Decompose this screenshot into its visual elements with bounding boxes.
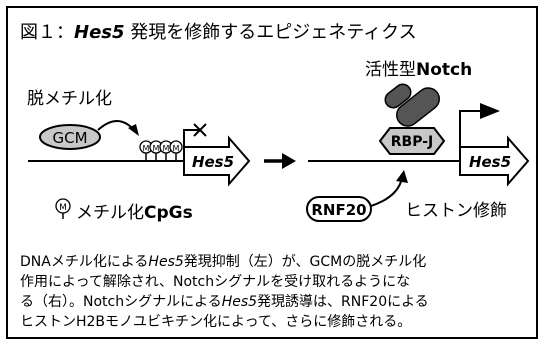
right-hes5-label: Hes5 xyxy=(469,153,511,171)
epigenetics-diagram: 脱メチル化 GCM M M M M Hes5 M メチル化CpGs 活性型Not… xyxy=(27,60,530,223)
legend-text-bold: CpGs xyxy=(144,203,193,223)
active-notch-jp: 活性型 xyxy=(365,60,416,80)
block-x-icon xyxy=(193,123,207,137)
left-hes5-gene-arrow xyxy=(183,135,251,187)
legend-methyl-letter: M xyxy=(59,203,67,213)
active-notch-label: 活性型Notch xyxy=(365,60,472,80)
caption-line: 作用によって解除され、Notchシグナルを受け取れるようにな xyxy=(20,274,411,290)
legend-text: メチル化CpGs xyxy=(76,203,193,223)
figure-caption: DNAメチル化によるHes5発現抑制（左）が、GCMの脱メチル化 作用によって解… xyxy=(20,252,525,332)
caption-gene-name: Hes5 xyxy=(221,294,258,310)
figure-frame xyxy=(6,6,538,339)
active-tss-arrow xyxy=(459,110,485,161)
active-tss-arrowhead xyxy=(480,103,500,119)
methyl-mark-letter: M xyxy=(163,144,170,153)
title-gene: Hes5 xyxy=(74,22,125,43)
methyl-mark-letter: M xyxy=(143,144,150,153)
right-hes5-gene-arrow xyxy=(459,135,530,187)
caption-line: DNAメチル化によるHes5発現抑制（左）が、GCMの脱メチル化 xyxy=(20,254,427,270)
gcm-label: GCM xyxy=(52,129,87,147)
rbpj-hexagon xyxy=(378,127,446,155)
methyl-mark-letter: M xyxy=(173,144,180,153)
rnf20-label: RNF20 xyxy=(311,201,366,219)
title-suffix: 発現を修飾するエピジェネティクス xyxy=(124,22,417,43)
notch-icd-shape xyxy=(396,87,440,127)
figure-title: 図１：Hes5 発現を修飾するエピジェネティクス xyxy=(20,18,417,44)
legend-text-jp: メチル化 xyxy=(76,203,144,223)
demethylation-arrowhead xyxy=(128,124,139,136)
rbpj-label: RBP-J xyxy=(391,134,434,150)
rnf20-arrow xyxy=(370,177,403,207)
histone-modification-label: ヒストン修飾 xyxy=(405,201,507,221)
gcm-oval xyxy=(39,124,101,150)
methyl-mark-letter: M xyxy=(153,144,160,153)
title-prefix: 図１： xyxy=(20,22,74,43)
rnf20-box xyxy=(306,196,372,222)
caption-gene-name: Hes5 xyxy=(148,254,184,270)
methyl-cpg-mark xyxy=(169,140,183,154)
transition-arrowhead xyxy=(282,153,296,169)
rnf20-arrowhead xyxy=(396,170,408,183)
methylated-cpg-cluster: M M M M xyxy=(139,140,183,161)
demethylation-label: 脱メチル化 xyxy=(27,89,112,109)
active-notch-bold: Notch xyxy=(416,60,472,80)
left-hes5-label: Hes5 xyxy=(192,153,234,171)
notch-icd-cap xyxy=(384,83,412,109)
caption-line: ヒストンH2Bモノユビキチン化によって、さらに修飾される。 xyxy=(20,314,412,330)
demethylation-arrow xyxy=(97,120,135,131)
caption-line: る（右）。NotchシグナルによるHes5発現誘導は、RNF20による xyxy=(20,294,429,310)
